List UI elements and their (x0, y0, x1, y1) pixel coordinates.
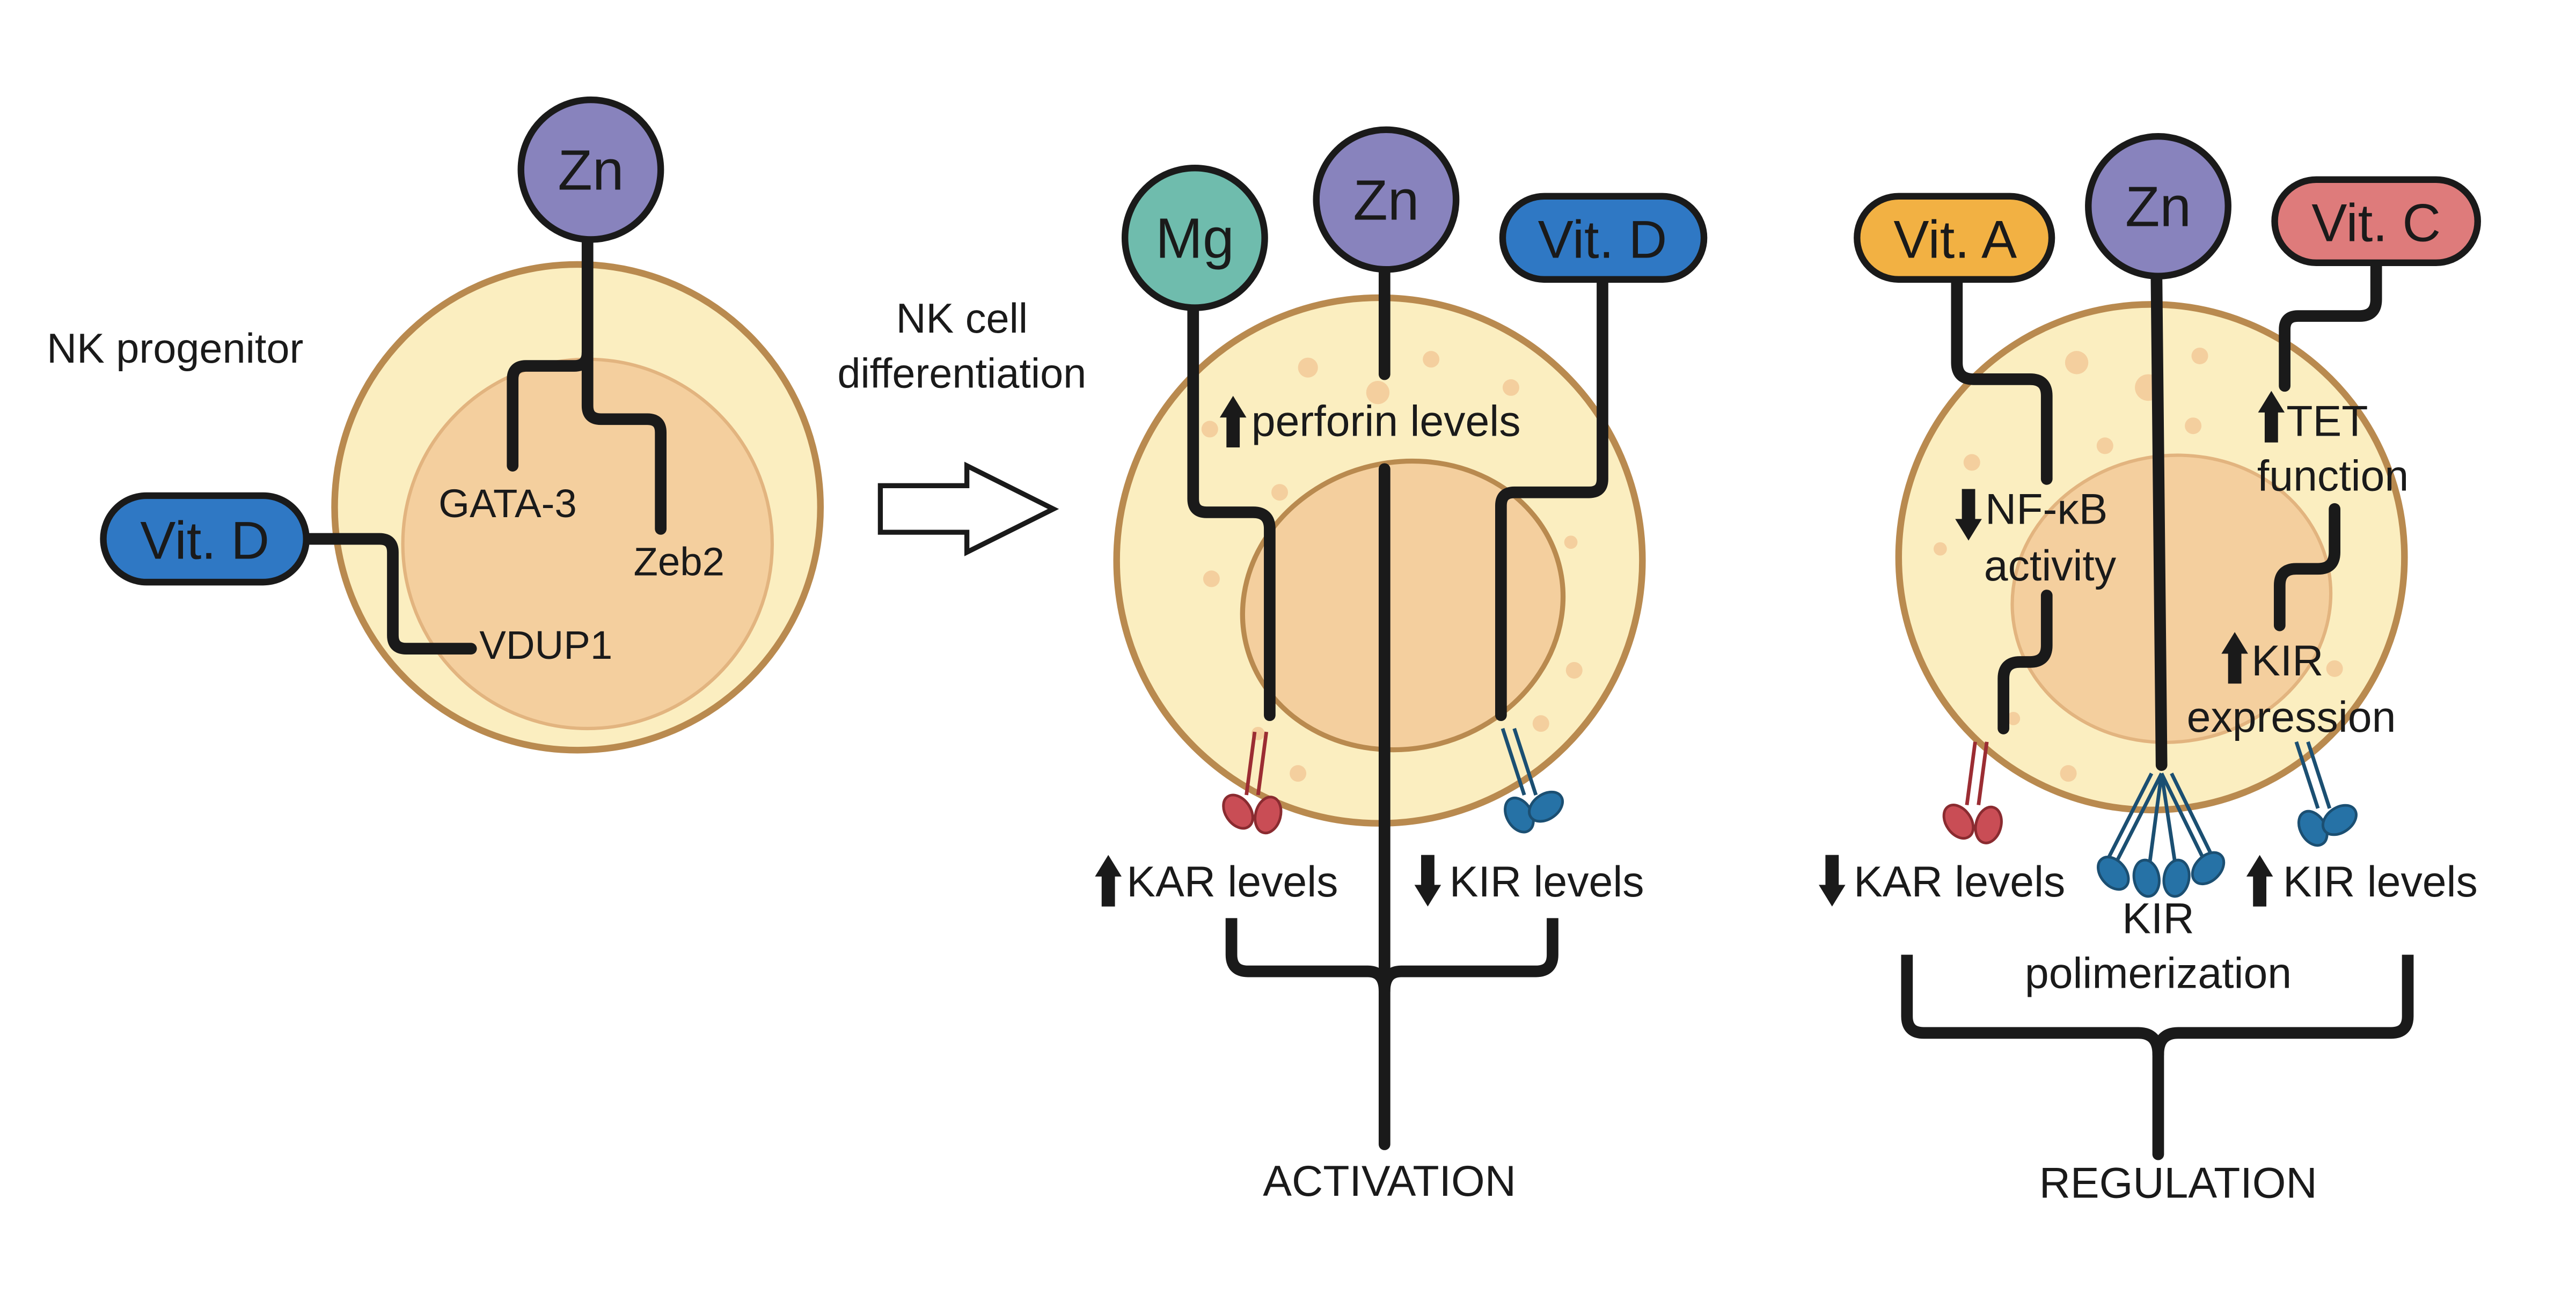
tet-to-kir-expression-arrow (2273, 503, 2340, 631)
vitamin-d-node-label: Vit. D (140, 511, 269, 571)
transition-caption-line1: NK cell (896, 296, 1028, 342)
zinc-node-regulation: Zn (2085, 133, 2231, 280)
vitd-to-kir-arrow (1495, 274, 1608, 722)
zinc-node-label: Zn (558, 139, 624, 202)
mg-to-kar-arrow (1187, 303, 1276, 722)
zinc-node-regulation-label: Zn (2125, 176, 2191, 239)
regulation-kar-down-arrow-icon (1819, 855, 1846, 907)
nfkb-label-line1: NF-κB (1985, 486, 2107, 534)
regulation-outcome: REGULATION (2039, 1159, 2317, 1207)
zinc-node: Zn (517, 96, 664, 243)
magnesium-node: Mg (1121, 164, 1268, 311)
regulation-kar-label: KAR levels (1854, 858, 2065, 906)
kir-polimerization-cluster-icon (2097, 773, 2226, 898)
kir-expression-label-line2: expression (2187, 693, 2396, 741)
activation-kar-label: KAR levels (1126, 858, 1338, 906)
vitamin-a-node: Vit. A (1854, 193, 2055, 283)
kir-polimerization-label-line1: KIR (2122, 894, 2194, 943)
kir-polimerization-label-line2: polimerization (2025, 950, 2292, 998)
kir-expression-up-arrow-icon (2221, 632, 2248, 684)
vdup1-label: VDUP1 (479, 623, 612, 667)
tet-label-line2: function (2257, 452, 2409, 501)
vitamin-a-node-label: Vit. A (1893, 210, 2017, 270)
regulation-kir-label: KIR levels (2283, 858, 2478, 906)
regulation-kir-receptor-icon (2293, 742, 2362, 850)
nfkb-to-kar-arrow (1997, 590, 2053, 734)
panel-activation: Mg Zn Vit. D perforin levels KAR levels … (1095, 126, 1708, 1205)
zinc-node-activation: Zn (1313, 126, 1460, 273)
kir-expression-label-line1: KIR (2251, 637, 2323, 685)
zn-to-zeb2-arrow (581, 347, 667, 535)
panel-progenitor: NK progenitor Zn Vit. D GATA-3 Zeb2 VDUP… (47, 96, 824, 754)
gata3-label: GATA-3 (438, 481, 577, 526)
activation-nucleus (1240, 458, 1566, 753)
activation-bracket (1225, 918, 1558, 997)
activation-granules (1201, 351, 1583, 782)
zinc-node-activation-label: Zn (1353, 169, 1419, 232)
zeb2-label: Zeb2 (633, 540, 724, 584)
activation-outcome: ACTIVATION (1263, 1157, 1516, 1205)
vitc-to-tet-arrow (2279, 257, 2382, 392)
vita-to-nfkb-arrow (1951, 274, 2053, 485)
tet-label-line1: TET (2286, 397, 2368, 445)
perforin-up-arrow-icon (1219, 395, 1247, 448)
transition-caption-line2: differentiation (837, 350, 1086, 396)
regulation-bracket (1901, 954, 2414, 1061)
vitamin-d-node-activation: Vit. D (1499, 193, 1708, 283)
perforin-label: perforin levels (1252, 397, 1521, 445)
vitamin-c-node: Vit. C (2271, 176, 2481, 267)
vitamin-d-node: Vit. D (100, 492, 310, 586)
regulation-kir-up-arrow-icon (2246, 855, 2273, 907)
differentiation-arrow-icon (877, 461, 1059, 556)
nfkb-label-line2: activity (1984, 542, 2117, 590)
activation-kir-label: KIR levels (1450, 858, 1644, 906)
kar-up-arrow-icon (1095, 855, 1122, 907)
progenitor-caption: NK progenitor (47, 326, 303, 372)
transition: NK cell differentiation (837, 296, 1086, 556)
vitd-to-vdup1-arrow (300, 533, 477, 655)
magnesium-node-label: Mg (1155, 208, 1234, 270)
nfkb-down-arrow-icon (1955, 489, 1982, 541)
vitamin-c-node-label: Vit. C (2311, 194, 2441, 253)
panel-regulation: Vit. A Zn Vit. C TET function NF-κB acti… (1819, 133, 2481, 1207)
zn-to-kir-polimerization-arrow (2150, 274, 2168, 771)
vitamin-d-node-activation-label: Vit. D (1538, 210, 1667, 270)
kir-down-arrow-icon (1414, 855, 1441, 907)
